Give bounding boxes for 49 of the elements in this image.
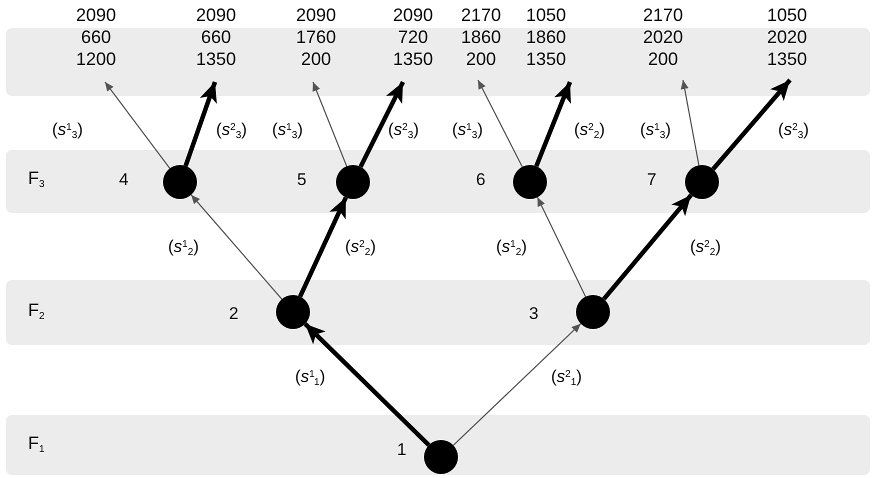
stage-band [6, 150, 870, 213]
stage-band [6, 415, 870, 475]
stage-label: F$_{1}$ [28, 433, 45, 453]
edge-label: (s$^{2}$$_{3}$) [216, 119, 247, 142]
arrow [184, 81, 218, 167]
arrow [534, 81, 572, 168]
edge-label: (s$^{2}$$_{3}$) [388, 119, 419, 142]
edge-label: (s$^{1}$$_{3}$) [52, 119, 83, 142]
node-number: 4 [119, 170, 128, 190]
node-number: 5 [297, 170, 306, 190]
arrow [104, 82, 170, 169]
payoff-text: 1050 1860 1350 [515, 4, 577, 82]
edge-label: (s$^{2}$$_{2}$) [690, 236, 721, 259]
arrow [602, 194, 693, 300]
edge-label: (s$^{2}$$_{3}$) [778, 119, 809, 142]
arrow [477, 80, 523, 168]
arrow [190, 194, 282, 300]
arrow [304, 322, 430, 447]
stage-label: F$_{3}$ [28, 168, 45, 188]
payoff-text: 2090 660 1200 [64, 4, 128, 82]
payoff-text: 2170 2020 200 [631, 4, 695, 80]
payoff-text: 2170 1860 200 [451, 4, 511, 80]
edge-label: (s$^{1}$$_{3}$) [452, 119, 483, 142]
arrow [312, 82, 348, 166]
edge-label: (s$^{2}$$_{2}$) [574, 119, 605, 142]
edge-label: (s$^{1}$$_{1}$) [295, 366, 326, 389]
node-number: 1 [397, 440, 406, 460]
stage-label: F$_{2}$ [28, 300, 45, 320]
stage-band [6, 280, 870, 345]
node-number: 6 [476, 170, 486, 190]
arrow [536, 197, 586, 297]
edge-label: (s$^{1}$$_{3}$) [640, 119, 671, 142]
edge-label: (s$^{1}$$_{2}$) [496, 236, 527, 259]
payoff-text: 2090 1760 200 [284, 4, 348, 82]
payoff-text: 2090 660 1350 [184, 4, 248, 82]
arrow [452, 323, 582, 446]
payoff-text: 2090 720 1350 [381, 4, 445, 82]
payoff-text: 1050 2020 1350 [755, 4, 819, 80]
edge-label: (s$^{1}$$_{3}$) [272, 119, 303, 142]
node-number: 3 [529, 304, 538, 324]
edge-label: (s$^{1}$$_{2}$) [168, 236, 199, 259]
edge-label: (s$^{2}$$_{2}$) [345, 236, 376, 259]
arrow [711, 78, 792, 171]
arrow [358, 81, 406, 168]
arrow [298, 196, 348, 298]
node-number: 7 [647, 170, 656, 190]
edge-label: (s$^{2}$$_{1}$) [551, 366, 582, 389]
arrow [680, 80, 700, 166]
node-number: 2 [229, 304, 238, 324]
